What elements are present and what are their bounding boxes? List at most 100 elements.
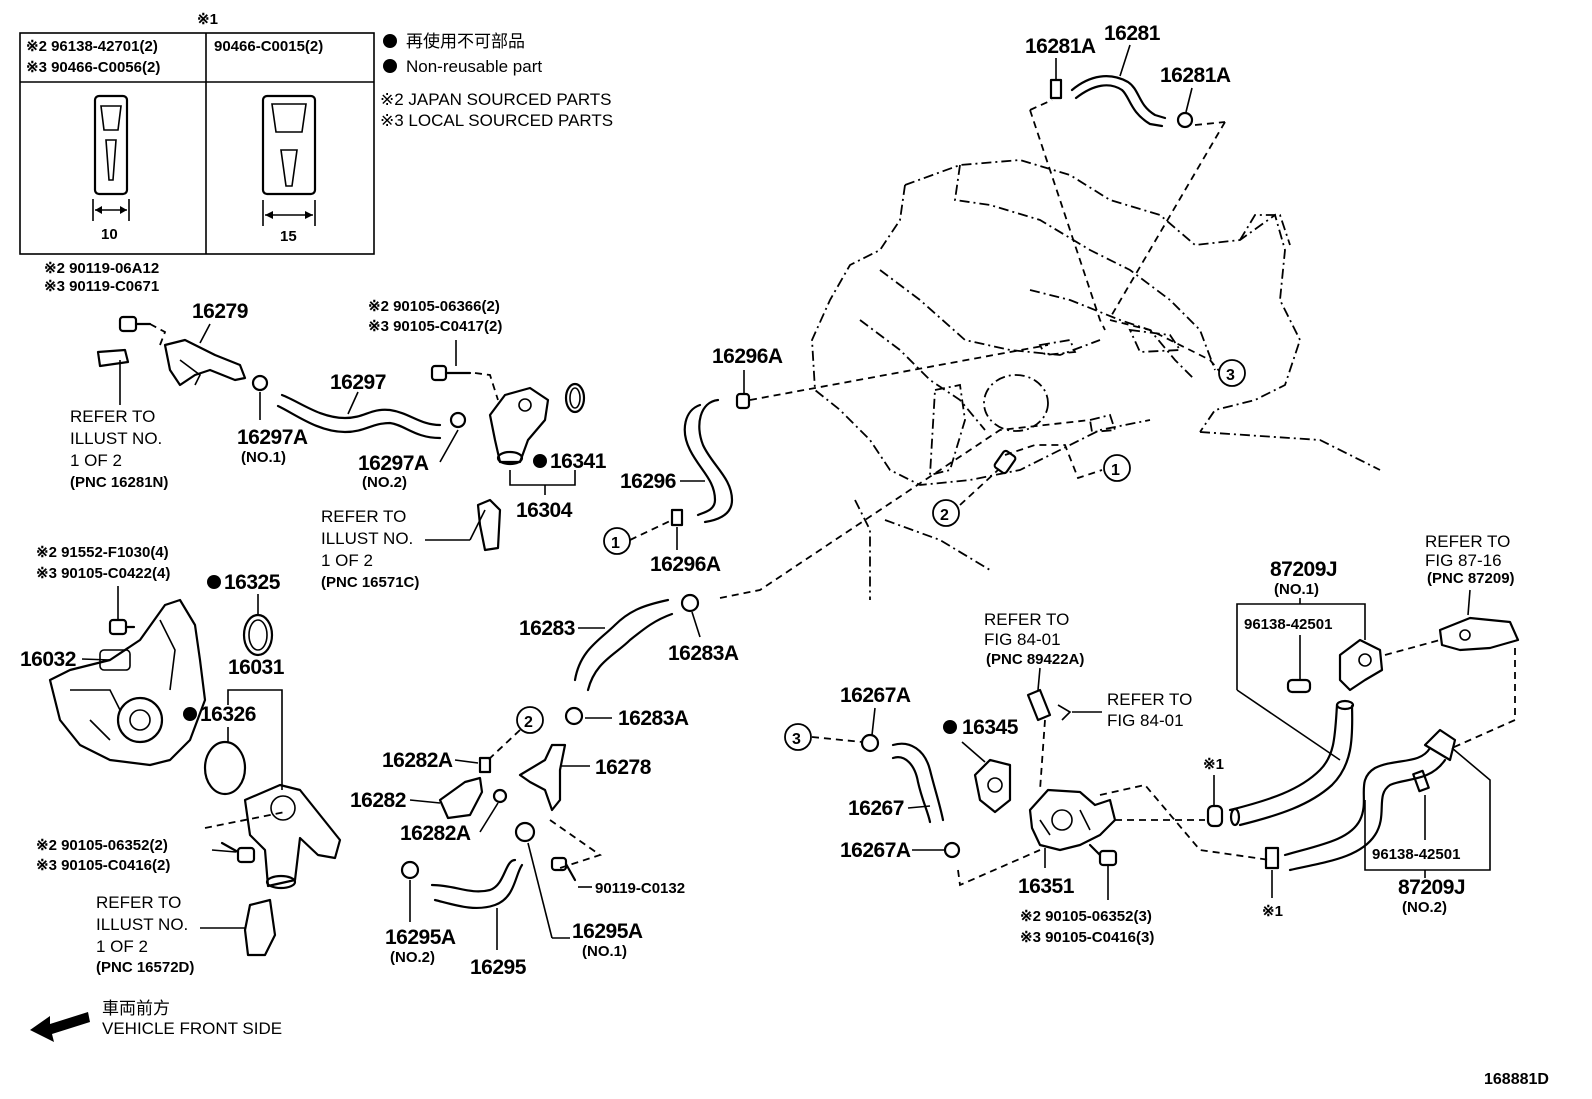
label-16351: 16351 [1018,875,1075,898]
refer3-line4: (PNC 16572D) [96,959,194,976]
kit-col1-line1: ※2 96138-42701(2) [26,38,158,55]
bolt-06352a-label: ※2 90105-06352(2) [36,837,168,854]
label-16267A-upper: 16267A [840,684,911,707]
label-16297A-no2-sub: (NO.2) [362,474,407,491]
clamp-96138-42501-lower [1412,769,1430,793]
legend: 再使用不可部品 Non-reusable part ※2 JAPAN SOURC… [380,31,613,130]
label-16297: 16297 [330,371,386,394]
engine-fitting [993,449,1017,475]
bolt-06352b-label: ※2 90105-06352(3) [1020,908,1152,925]
kit-col1-dim: 10 [101,226,118,243]
callout-3-icon [1218,359,1246,387]
label-16031: 16031 [228,656,285,679]
front-label-jp: 車両前方 [102,999,170,1018]
non-reusable-dot-icon [383,34,397,48]
label-16281: 16281 [1104,22,1161,45]
hose-16297 [276,393,442,440]
clamp-16282A-lower [492,788,508,804]
front-arrow-icon [30,1012,90,1042]
clamp-16267A-lower [943,841,961,859]
x1-upper-label: ※1 [1203,756,1224,773]
refer2-line2: ILLUST NO. [321,529,413,548]
outlet-16351 [1028,788,1117,852]
refer1-line3: 1 OF 2 [70,451,122,470]
refer1-line4: (PNC 16281N) [70,474,168,491]
clamp-16296A-lower [670,508,684,527]
gasket-16341 [564,382,586,414]
non-reusable-dot-icon [943,720,957,734]
label-16032: 16032 [20,648,76,671]
clamp-16296A-upper [735,392,751,410]
refer1-line1: REFER TO [70,407,155,426]
bolt-F1030-label: ※2 91552-F1030(4) [36,544,169,561]
label-16296A-upper: 16296A [712,345,783,368]
bolt-90105-06352-right [1088,843,1118,867]
label-16283: 16283 [519,617,575,640]
figure-id: 168881D [1484,1071,1549,1088]
clamp-kit-box: ※1 ※2 96138-42701(2) ※3 90466-C0056(2) 9… [19,11,375,255]
sensor-89422A [1026,688,1072,722]
refer4-line3: (PNC 89422A) [986,651,1084,668]
refer2-line3: 1 OF 2 [321,551,373,570]
bolt-06366-label: ※2 90105-06366(2) [368,298,500,315]
refer3-line1: REFER TO [96,893,181,912]
label-16326: 16326 [200,703,256,726]
clamp-42501-lower-label: 96138-42501 [1372,846,1460,863]
bolt-C0671-label: ※3 90119-C0671 [44,278,159,295]
clamp-16295A-no2 [400,860,420,880]
label-16297A-no2: 16297A [358,452,429,475]
clamp-x1-lower [1264,846,1280,870]
label-16341: 16341 [550,450,607,473]
legend-jp: 再使用不可部品 [406,31,525,51]
bolt-91552-F1030 [108,618,136,636]
label-16297A-no1: 16297A [237,426,308,449]
bolt-06A12-label: ※2 90119-06A12 [44,260,159,277]
front-label-en: VEHICLE FRONT SIDE [102,1019,282,1038]
clamp-16295A-no1 [514,821,536,843]
refer4-line1: REFER TO [984,610,1069,629]
part-16279 [163,338,247,387]
label-16296A-lower: 16296A [650,553,721,576]
bolt-C0422-label: ※3 90105-C0422(4) [36,565,170,582]
label-16282A-lower: 16282A [400,822,471,845]
callout-2-left-num: 2 [524,714,533,731]
label-16304: 16304 [516,499,573,522]
label-16282: 16282 [350,789,406,812]
refer6-line1: REFER TO [1425,532,1510,551]
bolt-C0416a-label: ※3 90105-C0416(2) [36,857,170,874]
label-16296: 16296 [620,470,676,493]
non-reusable-dot-icon [183,707,197,721]
callout-3-left-icon [784,723,812,751]
label-16345: 16345 [962,716,1019,739]
kit-col2-line1: 90466-C0015(2) [214,38,323,55]
callout-1-right-icon [1103,454,1131,482]
callout-2-right-num: 2 [940,507,949,524]
label-16295: 16295 [470,956,527,979]
clamp-42501-upper-label: 96138-42501 [1244,616,1332,633]
bolt-C0132-label: 90119-C0132 [595,880,685,897]
hose-end-refer-center [476,498,502,552]
housing-16031 [243,783,342,890]
hose-87209J-no1 [1228,699,1355,827]
gasket-16345 [973,758,1012,814]
label-16279: 16279 [192,300,248,323]
label-16281A-top-left: 16281A [1025,35,1096,58]
label-87209J-no1: 87209J [1270,558,1337,581]
refer2-line4: (PNC 16571C) [321,574,419,591]
hose-end-refer-left [96,348,130,368]
refer5-line2: FIG 84-01 [1107,711,1184,730]
bolt-90119-06A12 [118,315,152,333]
clamp-16283A-lower [564,706,584,726]
refer3-line2: ILLUST NO. [96,915,188,934]
refer4-line2: FIG 84-01 [984,630,1061,649]
label-16283A-upper: 16283A [668,642,739,665]
label-16297A-no1-sub: (NO.1) [241,449,286,466]
clamp-16297A-no2 [449,411,467,429]
clamp-x1-upper [1206,804,1224,828]
kit-ref-mark: ※1 [197,11,218,28]
bolt-90105-06366 [430,364,472,382]
label-87209J-no2: 87209J [1398,876,1465,899]
non-reusable-dot-icon [533,454,547,468]
non-reusable-dot-icon [207,575,221,589]
